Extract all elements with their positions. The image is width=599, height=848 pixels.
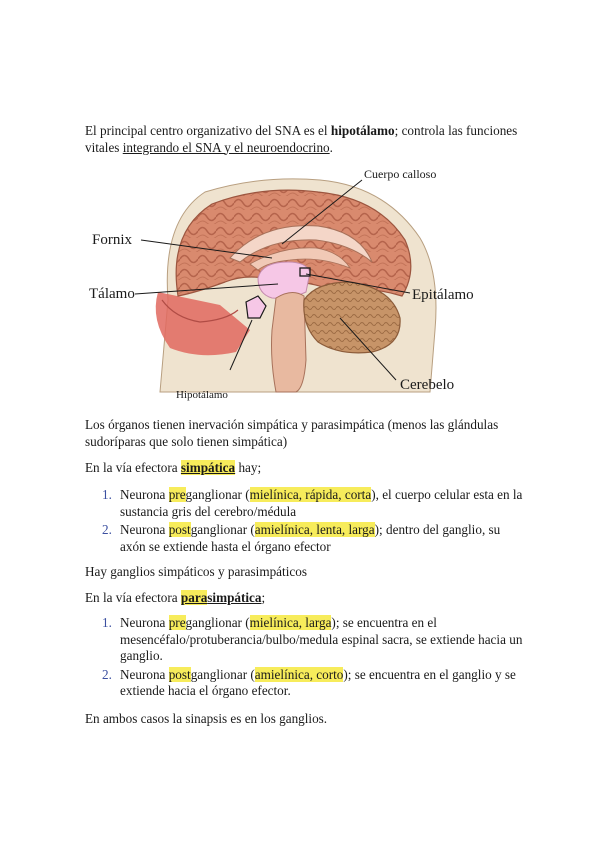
leader-cuerpo-calloso <box>281 179 363 245</box>
label-cerebelo: Cerebelo <box>400 377 454 393</box>
integration-underlined: integrando el SNA y el neuroendocrino <box>122 139 330 155</box>
label-talamo: Tálamo <box>89 286 135 302</box>
label-cuerpo-calloso: Cuerpo calloso <box>364 167 436 181</box>
leader-hipotalamo <box>229 319 253 371</box>
properties-highlight: amielínica, corto <box>254 666 344 682</box>
prefix-highlight: pre <box>168 615 186 630</box>
corpus-callosum-shape <box>229 225 373 263</box>
intro-text-3: . <box>329 139 333 155</box>
list-text: ganglionar ( <box>185 487 250 502</box>
properties-highlight: mielínica, rápida, corta <box>249 487 372 502</box>
fornix-shape <box>249 247 351 271</box>
leader-cerebelo <box>339 317 397 381</box>
parasympathetic-heading: En la vía efectora parasimpática; <box>85 590 525 607</box>
prefix-highlight: pre <box>168 487 186 502</box>
leader-fornix <box>140 239 273 259</box>
hipotalamo-bold: hipotálamo <box>330 123 395 138</box>
parasympathetic-bold: simpática <box>207 590 262 605</box>
sympathetic-list: 1. Neurona preganglionar (mielínica, ráp… <box>85 487 525 557</box>
cerebellum-shape <box>303 281 401 354</box>
list-text: ganglionar ( <box>190 666 255 682</box>
cerebrum <box>175 189 412 297</box>
properties-highlight: mielínica, larga <box>249 615 332 630</box>
sympathetic-heading-prefix: En la vía efectora <box>85 460 181 475</box>
nasal-area <box>161 299 239 323</box>
list-number: 2. <box>102 666 112 682</box>
list-text: ); dentro del ganglio, su axón se extien… <box>120 522 501 554</box>
label-fornix: Fornix <box>92 232 133 248</box>
prefix-highlight: post <box>168 522 191 537</box>
parasympathetic-heading-suffix: ; <box>261 590 266 605</box>
list-text: Neurona <box>120 615 169 630</box>
intro-paragraph: El principal centro organizativo del SNA… <box>85 123 525 156</box>
label-hipotalamo: Hipotálamo <box>176 389 228 401</box>
brainstem <box>271 292 307 393</box>
list-text: ganglionar ( <box>190 522 255 537</box>
innervation-paragraph: Los órganos tienen inervación simpática … <box>85 417 499 449</box>
hypothalamus-shape <box>245 295 267 319</box>
list-text: Neurona <box>120 522 169 537</box>
leader-epitalamo <box>305 273 411 294</box>
sympathetic-heading: En la vía efectora simpática hay; <box>85 460 525 477</box>
properties-highlight: amielínica, lenta, larga <box>254 522 375 537</box>
list-text: ganglionar ( <box>185 615 250 630</box>
list-number: 1. <box>102 615 112 630</box>
sympathetic-heading-suffix: hay; <box>235 460 262 475</box>
list-item: 2. Neurona postganglionar (amielínica, c… <box>85 666 525 700</box>
list-item: 1. Neurona preganglionar (mielínica, lar… <box>85 615 525 665</box>
intro-text-2: ; controla las funciones vitales <box>85 123 518 155</box>
para-highlight: para <box>180 590 208 605</box>
list-number: 1. <box>102 487 112 502</box>
list-text: ); se encuentra en el ganglio y se extie… <box>120 666 516 699</box>
parasympathetic-heading-prefix: En la vía efectora <box>85 590 181 605</box>
prefix-highlight: post <box>168 666 191 682</box>
parasympathetic-list: 1. Neurona preganglionar (mielínica, lar… <box>85 615 525 702</box>
intro-text-1: El principal centro organizativo del SNA… <box>85 123 331 138</box>
list-text: Neurona <box>120 487 169 502</box>
list-text: ), el cuerpo celular esta en la sustanci… <box>120 487 523 519</box>
leader-talamo <box>134 283 279 295</box>
synapse-paragraph: En ambos casos la sinapsis es en los gan… <box>85 711 328 726</box>
epithalamus-shape <box>299 267 311 277</box>
ganglia-paragraph: Hay ganglios simpáticos y parasimpáticos <box>85 564 307 579</box>
sympathetic-highlight: simpática <box>180 460 236 475</box>
list-number: 2. <box>102 522 112 537</box>
list-text: Neurona <box>120 666 169 682</box>
list-item: 2. Neurona postganglionar (amielínica, l… <box>85 522 525 555</box>
thalamus-shape <box>257 261 311 299</box>
list-text: ); se encuentra en el mesencéfalo/protub… <box>120 615 523 663</box>
facial-tissue <box>155 292 250 356</box>
label-epitalamo: Epitálamo <box>412 287 474 303</box>
list-item: 1. Neurona preganglionar (mielínica, ráp… <box>85 487 525 520</box>
brain-sagittal-figure: Cuerpo calloso Fornix Tálamo Epitálamo H… <box>89 167 474 401</box>
